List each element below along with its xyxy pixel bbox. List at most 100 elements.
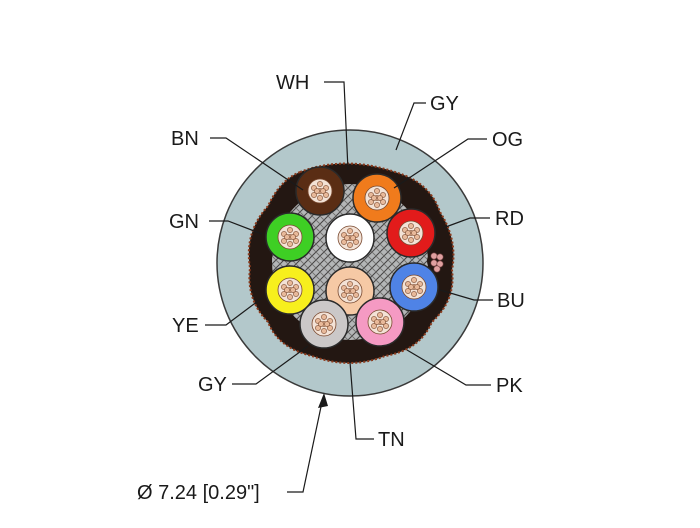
copper-strand (377, 195, 383, 201)
conductor-group (265, 166, 439, 349)
label-gy-top: GY (430, 93, 459, 115)
label-diameter: Ø 7.24 [0.29"] (137, 482, 260, 504)
copper-strand (311, 192, 317, 198)
leader-wh (324, 81, 349, 171)
copper-strand (284, 234, 290, 240)
copper-strand (377, 326, 383, 332)
copper-strand (287, 241, 293, 247)
copper-strand (344, 235, 350, 241)
copper-strand (320, 188, 326, 194)
copper-strand (317, 181, 323, 187)
conductor-pk (355, 297, 405, 347)
drain-wire (427, 251, 447, 273)
copper-strand (374, 319, 380, 325)
leader-gy-top (395, 102, 426, 151)
copper-strand (323, 192, 329, 198)
copper-strand (417, 288, 423, 294)
copper-strand (290, 234, 296, 240)
copper-strand (380, 199, 386, 205)
conductor-og (352, 173, 402, 223)
copper-strand (408, 284, 414, 290)
leader-ye (205, 297, 263, 326)
copper-strand (324, 321, 330, 327)
copper-strand (383, 323, 389, 329)
copper-strand (347, 228, 353, 234)
leader-rd (442, 217, 490, 229)
copper-strand (314, 188, 320, 194)
copper-strand (368, 199, 374, 205)
copper-strand (321, 314, 327, 320)
leader-diameter (287, 401, 323, 493)
conductor-wh (325, 213, 375, 263)
copper-strand (318, 321, 324, 327)
leader-gy-bottom (232, 345, 309, 385)
copper-strand (347, 295, 353, 301)
conductor-bn (295, 166, 345, 216)
conductor-gn (265, 212, 315, 262)
copper-strand (411, 277, 417, 283)
copper-strand (347, 242, 353, 248)
copper-strand (414, 234, 420, 240)
copper-strand (350, 235, 356, 241)
copper-strand (353, 292, 359, 298)
copper-strand (377, 312, 383, 318)
label-pk: PK (496, 375, 523, 397)
label-wh: WH (276, 72, 309, 94)
copper-strand (327, 325, 333, 331)
conductor-tn (325, 266, 375, 316)
copper-strand (290, 287, 296, 293)
copper-strand (371, 323, 377, 329)
copper-strand (344, 288, 350, 294)
copper-strand (353, 239, 359, 245)
copper-strand (411, 291, 417, 297)
label-ye: YE (172, 315, 199, 337)
leader-tn (349, 361, 374, 440)
leader-og (393, 138, 487, 189)
copper-strand (374, 202, 380, 208)
copper-strand (380, 319, 386, 325)
conductor-ye (265, 265, 315, 315)
label-gy-bottom: GY (198, 374, 227, 396)
copper-strand (317, 195, 323, 201)
label-bu: BU (497, 290, 525, 312)
labels: WH GY OG BN RD GN BU YE GY PK TN Ø 7.24 … (137, 72, 525, 504)
copper-strand (350, 288, 356, 294)
copper-strand (405, 230, 411, 236)
copper-strand (411, 230, 417, 236)
leader-bn (210, 137, 304, 191)
label-bn: BN (171, 128, 199, 150)
copper-strand (281, 291, 287, 297)
copper-strand (287, 227, 293, 233)
copper-strand (402, 234, 408, 240)
copper-strand (374, 188, 380, 194)
copper-strand (408, 223, 414, 229)
label-tn: TN (378, 429, 405, 451)
conductor-rd (386, 208, 436, 258)
copper-strand (321, 328, 327, 334)
copper-strand (281, 238, 287, 244)
diameter-arrowhead (318, 393, 328, 408)
copper-strand (414, 284, 420, 290)
leader-gn (209, 220, 263, 235)
label-rd: RD (495, 208, 524, 230)
leader-bu (439, 289, 493, 301)
copper-strand (284, 287, 290, 293)
copper-strand (341, 239, 347, 245)
copper-strand (293, 291, 299, 297)
copper-strand (315, 325, 321, 331)
copper-strand (287, 294, 293, 300)
label-gn: GN (169, 211, 199, 233)
copper-strand (293, 238, 299, 244)
leader-lines (205, 81, 493, 493)
copper-strand (405, 288, 411, 294)
copper-strand (287, 280, 293, 286)
conductor-gy (299, 299, 349, 349)
copper-strand (341, 292, 347, 298)
copper-strand (347, 281, 353, 287)
copper-strand (408, 237, 414, 243)
label-og: OG (492, 129, 523, 151)
leader-pk (406, 349, 491, 386)
conductor-bu (389, 262, 439, 312)
